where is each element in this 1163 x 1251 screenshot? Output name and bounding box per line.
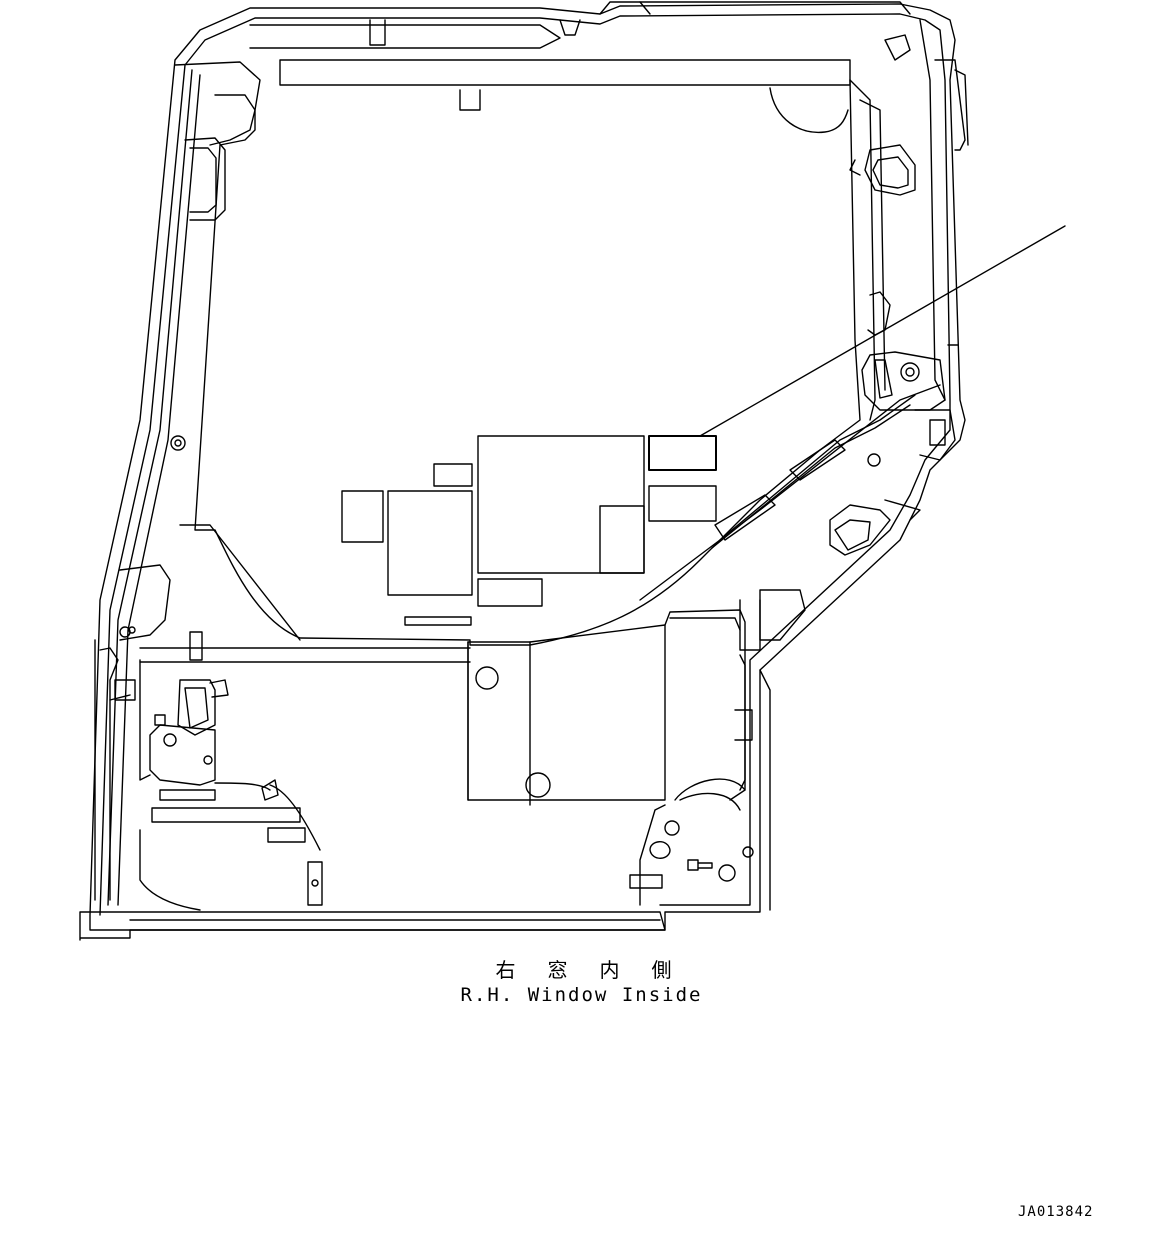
window-glass-area <box>179 79 861 646</box>
right-edge-bracket <box>947 69 969 346</box>
decal-highlighted <box>648 435 717 471</box>
caption-english: R.H. Window Inside <box>460 984 703 1006</box>
decal-small-top <box>433 463 473 487</box>
lock-mechanism <box>109 659 323 906</box>
decal-large-panel <box>477 435 645 574</box>
decal-group <box>341 435 717 626</box>
top-header-rail <box>249 1 911 134</box>
decal-strip <box>404 616 472 626</box>
caption-japanese: 右 窓 内 側 <box>495 958 682 982</box>
decal-right-middle <box>648 485 717 522</box>
decal-center-left <box>387 490 473 596</box>
lower-console <box>467 609 746 811</box>
leader-line <box>699 225 1066 437</box>
right-pillar <box>849 19 966 461</box>
left-pillar <box>94 61 261 906</box>
lower-rails <box>139 631 471 663</box>
door-lower-edge <box>639 384 941 911</box>
lower-door-panel <box>139 804 754 911</box>
drawing-number: JA013842 <box>1018 1204 1094 1220</box>
decal-left <box>341 490 384 543</box>
decal-bottom <box>477 578 543 607</box>
